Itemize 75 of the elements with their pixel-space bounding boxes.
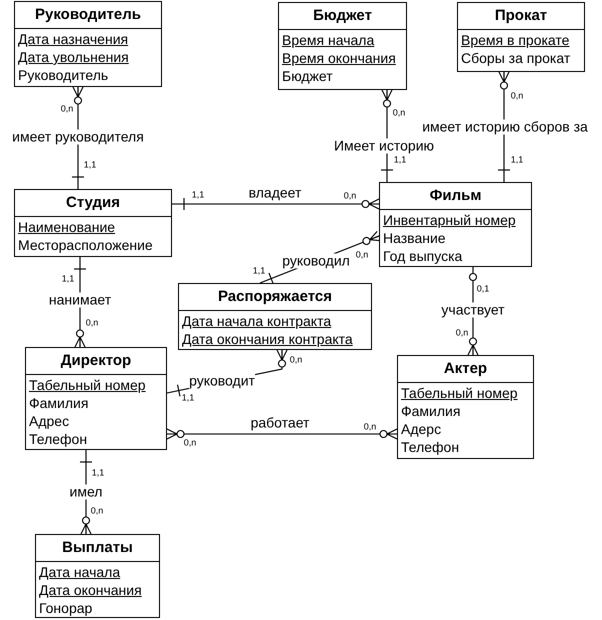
cardinality-label: 0,n — [510, 92, 524, 100]
relationship-label: работает — [250, 416, 310, 430]
entity-box — [397, 355, 534, 459]
attribute: Телефон — [401, 438, 460, 456]
entity-name: Фильм — [430, 186, 482, 206]
cardinality-label: 1,1 — [84, 160, 96, 170]
attribute: Адрес — [29, 412, 70, 430]
key-attribute: Время окончания — [282, 49, 396, 67]
entity-box — [35, 534, 160, 618]
key-attribute: Наименование — [18, 218, 116, 236]
key-attribute: Время в прокате — [461, 31, 570, 49]
cardinality-label: 1,1 — [252, 266, 266, 276]
entity-box — [278, 2, 407, 90]
entity-name: Студия — [66, 193, 120, 213]
cardinality-label: 1,1 — [510, 156, 524, 164]
key-attribute: Табельный номер — [401, 384, 518, 402]
attribute: Месторасположение — [18, 236, 153, 254]
relationship-label: участвует — [441, 302, 505, 318]
key-attribute: Дата увольнения — [18, 48, 129, 66]
relationship-line — [172, 197, 380, 211]
relationship-label: имеет историю сборов за — [422, 120, 588, 134]
key-attribute: Инвентарный номер — [383, 211, 516, 229]
cardinality-label: 1,1 — [192, 190, 204, 200]
entity-name: Бюджет — [313, 6, 372, 26]
entity-name: Актер — [444, 359, 488, 379]
cardinality-label: 1,1 — [92, 468, 104, 478]
cardinality-label: 1,1 — [394, 156, 406, 164]
attribute: Сборы за прокат — [461, 49, 570, 67]
entity-box — [457, 2, 585, 72]
entity-box — [379, 182, 532, 267]
entity-box — [25, 347, 167, 450]
cardinality-label: 0,n — [184, 438, 196, 448]
attribute: Руководитель — [18, 66, 108, 84]
relationship-label: руководит — [189, 374, 255, 388]
entity-name: Выплаты — [62, 538, 133, 558]
cardinality-label: 0,n — [456, 328, 468, 338]
cardinality-label: 0,n — [356, 250, 368, 260]
cardinality-label: 0,n — [290, 356, 302, 364]
relationship-line — [166, 428, 398, 440]
cardinality-label: 1,1 — [182, 394, 194, 402]
entity-name: Распоряжается — [218, 287, 332, 307]
entity-box — [14, 1, 162, 87]
attribute: Название — [383, 229, 446, 247]
cardinality-label: 0,n — [392, 108, 406, 118]
attribute: Телефон — [29, 430, 88, 448]
relationship-label: руководил — [282, 254, 350, 268]
key-attribute: Табельный номер — [29, 376, 146, 394]
key-attribute: Дата окончания — [39, 581, 142, 599]
entity-name: Руководитель — [35, 5, 141, 25]
key-attribute: Дата начала контракта — [182, 312, 332, 330]
cardinality-label: 0,n — [90, 506, 104, 516]
relationship-label: Имеет историю — [334, 138, 434, 154]
entity-box — [14, 189, 172, 257]
key-attribute: Дата назначения — [18, 30, 128, 48]
cardinality-label: 0,n — [344, 192, 356, 200]
cardinality-label: 0,n — [86, 318, 98, 328]
key-attribute: Дата окончания контракта — [182, 330, 353, 348]
cardinality-label: 0,n — [60, 104, 74, 114]
relationship-label: имел — [70, 484, 102, 500]
attribute: Бюджет — [282, 67, 333, 85]
cardinality-label: 0,n — [364, 422, 376, 432]
cardinality-label: 1,1 — [62, 274, 74, 284]
relationship-label: имеет руководителя — [12, 130, 144, 144]
entity-name: Директор — [60, 351, 132, 371]
attribute: Адерс — [401, 420, 442, 438]
entity-name: Прокат — [494, 6, 548, 26]
attribute: Год выпуска — [383, 247, 462, 265]
attribute: Гонорар — [39, 599, 92, 617]
attribute: Фамилия — [29, 394, 88, 412]
attribute: Фамилия — [401, 402, 460, 420]
key-attribute: Дата начала — [39, 563, 120, 581]
key-attribute: Время начала — [282, 31, 374, 49]
cardinality-label: 0,1 — [476, 284, 490, 294]
entity-box — [178, 283, 372, 350]
relationship-label: нанимает — [48, 292, 112, 308]
